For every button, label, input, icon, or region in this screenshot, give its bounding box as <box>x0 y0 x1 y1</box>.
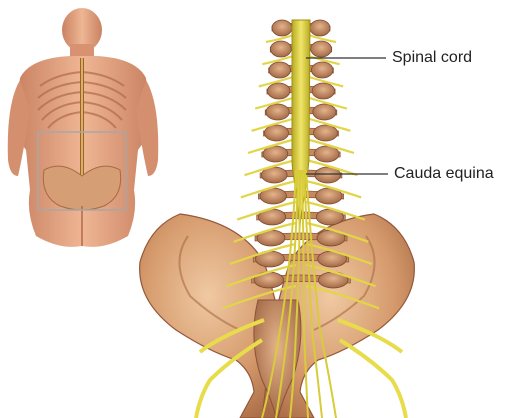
vertebra-left-facet <box>268 83 290 99</box>
vertebra-left-facet <box>266 104 289 120</box>
vertebra-right-facet <box>313 104 336 120</box>
vertebra-right-facet <box>314 125 338 141</box>
vertebra-right-facet <box>311 62 333 78</box>
vertebra-right-facet <box>312 83 334 99</box>
vertebra-left-facet <box>265 125 289 141</box>
vertebra-left-facet <box>269 62 291 78</box>
vertebra-left-facet <box>271 41 292 57</box>
spinal-cord-label: Spinal cord <box>392 50 472 66</box>
spine-illustration <box>140 20 415 418</box>
vertebra-right-facet <box>311 41 332 57</box>
cauda-equina-label: Cauda equina <box>394 166 494 182</box>
vertebra-left-facet <box>272 20 292 36</box>
vertebra-right-facet <box>310 20 330 36</box>
sciatic-nerve <box>340 340 406 418</box>
back-inset-figure <box>8 8 159 247</box>
